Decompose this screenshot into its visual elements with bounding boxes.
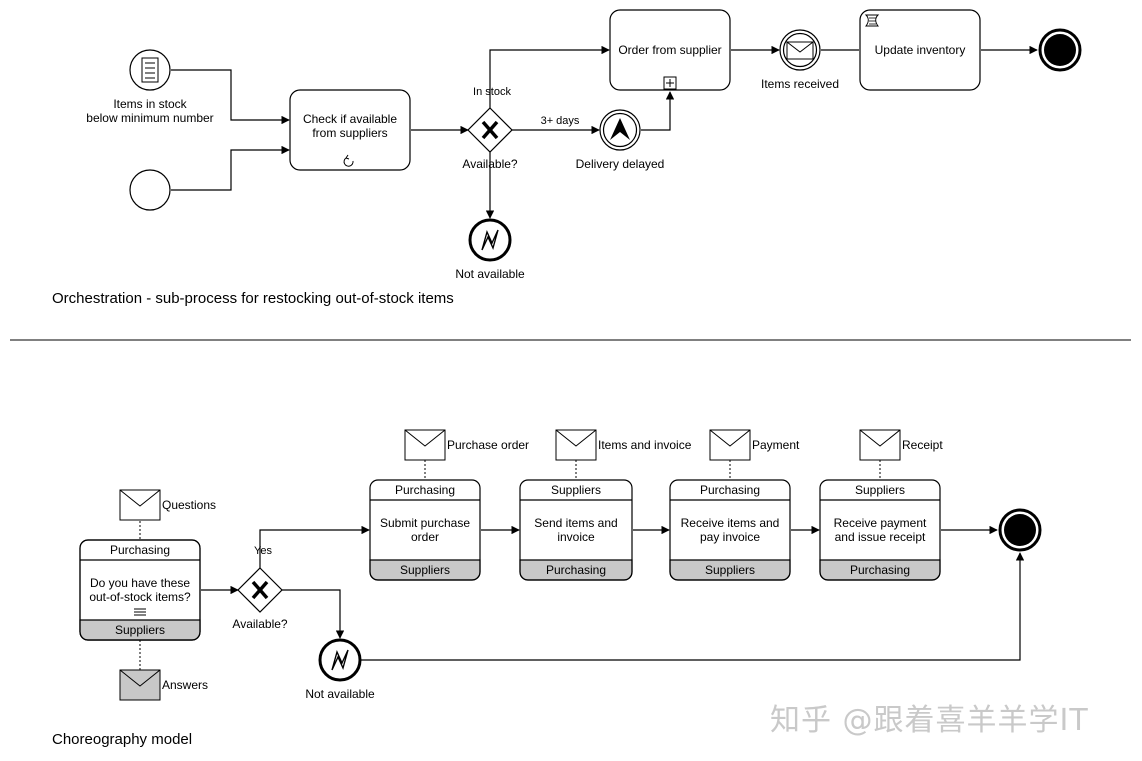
msg-label-payment: Payment xyxy=(752,438,800,452)
envelope-icon xyxy=(404,429,446,461)
error-end-event-icon xyxy=(318,638,362,682)
choreo-task2-bottom: Suppliers xyxy=(399,563,451,577)
task-update: Update inventory xyxy=(874,43,966,57)
choreo-task1-name: Do you have these out-of-stock items? xyxy=(89,576,191,604)
task-check: Check if available from suppliers xyxy=(302,112,398,140)
choreography-caption: Choreography model xyxy=(52,731,193,748)
choreo-not-available-label: Not available xyxy=(305,687,375,701)
choreo-task4-bottom: Suppliers xyxy=(704,563,756,577)
choreo-task2-name: Submit purchase order xyxy=(379,516,471,544)
flow-label-in-stock: In stock xyxy=(473,86,511,98)
envelope-icon xyxy=(709,429,751,461)
exclusive-gateway xyxy=(467,107,513,153)
subprocess-plus-icon xyxy=(663,76,677,90)
delivery-delayed-label: Delivery delayed xyxy=(575,157,665,171)
script-task-icon xyxy=(864,14,880,27)
flow-gateway-to-order xyxy=(489,45,610,108)
choreo-task3-bottom: Purchasing xyxy=(545,563,607,577)
items-received-label: Items received xyxy=(760,77,840,91)
not-available-label: Not available xyxy=(455,267,525,281)
envelope-icon xyxy=(555,429,597,461)
flow-delayed-to-order xyxy=(641,91,675,131)
message-event-icon xyxy=(779,29,821,71)
start-event-conditional xyxy=(129,49,171,91)
choreo-gateway-label: Available? xyxy=(232,617,288,631)
flow-start1-to-check xyxy=(171,69,290,125)
task-order-box xyxy=(609,9,731,91)
choreo-task5-bottom: Purchasing xyxy=(849,563,911,577)
choreo-task3-box xyxy=(519,479,633,581)
flow-not-available-to-end xyxy=(361,552,1025,661)
choreo-task5-name: Receive payment and issue receipt xyxy=(833,516,927,544)
flow-start2-to-check xyxy=(171,145,290,191)
choreo-task2-box xyxy=(369,479,481,581)
orchestration-caption: Orchestration - sub-process for restocki… xyxy=(52,290,454,307)
task-check-box xyxy=(289,89,411,171)
choreo-task1-bottom: Suppliers xyxy=(114,623,166,637)
start-event-none xyxy=(129,169,171,211)
choreo-task3-top: Suppliers xyxy=(550,483,602,497)
envelope-icon xyxy=(119,489,161,521)
flow-gateway-to-not-available xyxy=(282,589,345,639)
choreo-task4-name: Receive items and pay invoice xyxy=(680,516,780,544)
msg-label-questions: Questions xyxy=(162,498,217,512)
choreo-task4-top: Purchasing xyxy=(699,483,761,497)
choreo-task1-top: Purchasing xyxy=(109,543,171,557)
watermark: 知乎 @跟着喜羊羊学IT xyxy=(770,703,1089,738)
msg-label-items-and-invoice: Items and invoice xyxy=(598,438,692,452)
escalation-event-icon xyxy=(599,109,641,151)
envelope-icon xyxy=(859,429,901,461)
msg-label-purchase-order: Purchase order xyxy=(447,438,530,452)
task-update-box xyxy=(859,9,981,91)
start-event-label: Items in stock below minimum number xyxy=(86,97,214,125)
exclusive-gateway xyxy=(237,567,283,613)
choreo-task3-name: Send items and invoice xyxy=(534,516,618,544)
choreo-task4-box xyxy=(669,479,791,581)
envelope-filled-icon xyxy=(119,669,161,701)
msg-label-answers: Answers xyxy=(162,678,209,692)
end-event xyxy=(1038,28,1082,72)
end-event xyxy=(998,508,1042,552)
multi-instance-icon xyxy=(134,608,146,616)
choreo-task2-top: Purchasing xyxy=(394,483,456,497)
choreo-task1-box xyxy=(79,539,201,641)
gateway-label: Available? xyxy=(462,157,518,171)
flow-label-yes: Yes xyxy=(254,545,272,557)
error-end-event-icon xyxy=(468,218,512,262)
msg-label-receipt: Receipt xyxy=(902,438,943,452)
loop-marker-icon xyxy=(343,157,354,167)
flow-gateway-yes xyxy=(259,525,370,568)
flow-label-3-days: 3+ days xyxy=(540,115,580,127)
choreo-task5-top: Suppliers xyxy=(854,483,906,497)
choreo-task5-box xyxy=(819,479,941,581)
task-order: Order from supplier xyxy=(618,43,722,57)
